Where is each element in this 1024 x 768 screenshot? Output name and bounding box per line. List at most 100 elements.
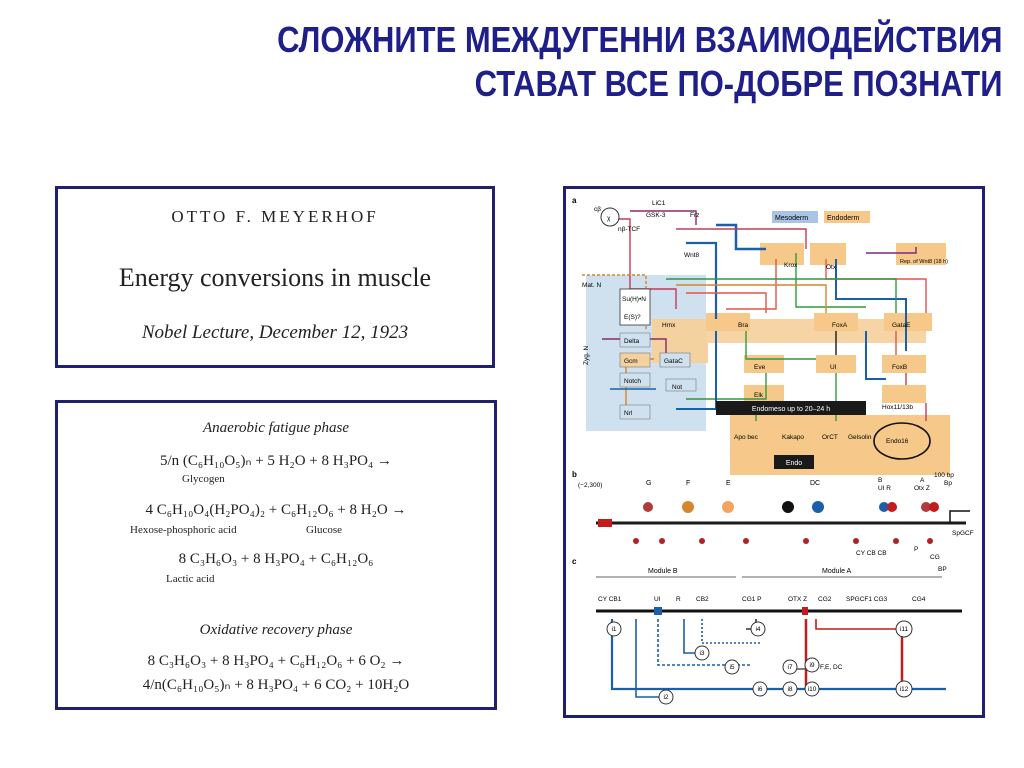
endo-gene-apo-bec: Apo bec (734, 434, 759, 441)
slide-title-line1: СЛОЖНИТЕ МЕЖДУГЕННИ ВЗАИМОДЕЙСТВИЯ (276, 19, 1002, 60)
panel-a-node-labels: cβ χ LiC1 GSK-3 Frz nβ-TCF Wnt8 Krox Otx… (582, 200, 948, 445)
module-a-label: Module A (822, 568, 852, 575)
node-label-eve: Eve (754, 364, 766, 371)
lecture-title: Energy conversions in muscle (118, 263, 432, 292)
endo-gene-orct: OrCT (822, 434, 838, 441)
node-i5: i5 (729, 664, 734, 671)
site-a: A (920, 477, 925, 484)
node-i7: i7 (787, 664, 792, 671)
site-ui-r: UI R (878, 485, 891, 492)
node-label-frz: Frz (690, 212, 699, 219)
node-label-notch: Notch (624, 378, 641, 385)
site-e: E (726, 480, 731, 487)
c-site-cb2: CB2 (696, 596, 709, 603)
site-p: P (914, 546, 918, 553)
lecture-date: Nobel Lecture, December 12, 1923 (141, 322, 409, 343)
node-label-hmx: Hmx (662, 322, 676, 329)
endo-region (730, 415, 950, 475)
node-i1: i1 (611, 626, 616, 633)
node-label-mat-n: Mat. N (582, 282, 601, 289)
mesoderm-legend-label: Mesoderm (775, 215, 808, 222)
site-spgcf: SpGCF (952, 530, 974, 537)
oxidative-phase-heading: Oxidative recovery phase (199, 622, 353, 638)
equation-3-label: Lactic acid (166, 573, 215, 585)
node-label-delta: Delta (624, 338, 640, 345)
gene-network-figure: a b c Mesoderm Endoderm (572, 196, 974, 705)
endomeso-banner (716, 401, 866, 415)
slide-title: СЛОЖНИТЕ МЕЖДУГЕННИ ВЗАИМОДЕЙСТВИЯ СТАВА… (277, 18, 1002, 106)
node-label-chi: χ (607, 215, 611, 222)
beta-catenin-node (600, 207, 620, 227)
equation-1: 5/n (C₆H₁₀O₅)ₙ + 5 H₂O + 8 H₃PO₄ → (159, 453, 392, 469)
binding-site-markers (633, 501, 939, 544)
node-label-gsk3: GSK-3 (646, 212, 666, 219)
c-site-otx-z: OTX Z (788, 596, 807, 603)
bp-label: BP (938, 566, 947, 573)
c-site-r: R (676, 596, 681, 603)
equation-3: 8 C₃H₆O₃ + 8 H₃PO₄ + C₆H₁₂O₆ (178, 551, 374, 567)
node-label-otx: Otx (826, 264, 837, 271)
node-i9: i9 (809, 662, 814, 669)
site-g: G (646, 480, 651, 487)
node-label-hox11-13b: Hox11/13b (882, 404, 913, 411)
node-label-ui: UI (830, 364, 837, 371)
interaction-nodes: i1 i2 i3 i4 i5 i6 i7 i8 i9 i10 i11 i12 (606, 620, 913, 705)
endo-gene-gelsolin: Gelsolin (848, 434, 872, 441)
lecture-title-box: OTTO F. MEYERHOF Energy conversions in m… (55, 186, 495, 368)
anaerobic-phase-heading: Anaerobic fatigue phase (202, 420, 350, 436)
node-label-lic1: LiC1 (652, 200, 666, 207)
panel-b-start: (−2,300) (578, 482, 602, 489)
node-i4: i4 (755, 626, 760, 633)
node-label-foxa: FoxA (832, 322, 848, 329)
endo-gene-endo16: Endo16 (886, 438, 909, 445)
endoderm-legend-label: Endoderm (827, 215, 859, 222)
site-dc: DC (810, 480, 820, 487)
node-label-gatac: GataC (664, 358, 683, 365)
equation-2: 4 C₆H₁₀O₄(H₂PO₄)₂ + C₆H₁₂O₆ + 8 H₂O → (145, 502, 407, 518)
node-label-es: E(S)? (624, 314, 641, 321)
panel-b-label: b (572, 470, 577, 479)
node-label-foxb: FoxB (892, 364, 907, 371)
node-label-nrl: Nrl (624, 410, 633, 417)
site-cy-cb: CY CB CB (856, 550, 887, 557)
endo-label: Endo (786, 460, 802, 467)
node-label-bra: Bra (738, 322, 749, 329)
node-label-cb: cβ (594, 206, 601, 213)
node-i11: i11 (900, 626, 909, 633)
c-site-cg1-p: CG1 P (742, 596, 762, 603)
endo-banner (774, 455, 814, 469)
equation-2-label-b: Glucose (306, 524, 343, 536)
endo16-highlight (873, 422, 931, 460)
node-i10: i10 (808, 686, 817, 693)
c-input-label: F,E, DC (820, 664, 843, 671)
c-site-ui: UI (654, 596, 661, 603)
c-site-cg2: CG2 (818, 596, 832, 603)
node-label-gcm: Gcm (624, 358, 638, 365)
equation-2-label-a: Hexose-phosphoric acid (130, 524, 237, 536)
node-i6: i6 (757, 686, 762, 693)
node-label-rep-wnt8: Rep. of Wnt8 (18 h) (900, 259, 948, 265)
site-f: F (686, 480, 690, 487)
equation-1-label: Glycogen (182, 473, 225, 485)
mesoderm-legend (772, 211, 818, 223)
module-b-label: Module B (648, 568, 678, 575)
node-label-krox: Krox (784, 262, 798, 269)
endoderm-legend (824, 211, 870, 223)
node-label-zyg-n: Zyg. N (583, 346, 590, 365)
equation-4: 8 C₃H₆O₃ + 8 H₃PO₄ + C₆H₁₂O₆ + 6 O₂ → (147, 653, 405, 669)
node-label-elk: Elk (754, 392, 764, 399)
node-label-wnt8: Wnt8 (684, 252, 700, 259)
lecture-author: OTTO F. MEYERHOF (171, 207, 379, 226)
node-label-gatae: GataE (892, 322, 911, 329)
equations-box: Anaerobic fatigue phase 5/n (C₆H₁₀O₅)ₙ +… (55, 400, 497, 710)
node-label-su-h-n: Su(H)•N (622, 296, 646, 303)
panel-c-label: c (572, 557, 577, 566)
site-bp: Bp (944, 480, 952, 487)
scale-bar-label: 100 bp (934, 472, 954, 479)
gene-network-box: a b c Mesoderm Endoderm (563, 186, 985, 718)
endomeso-label: Endomeso up to 20–24 h (752, 406, 830, 413)
c-site-cg4: CG4 (912, 596, 926, 603)
equation-5: 4/n(C₆H₁₀O₅)ₙ + 8 H₃PO₄ + 6 CO₂ + 10H₂O (142, 677, 410, 693)
node-i2: i2 (663, 694, 668, 701)
node-i8: i8 (787, 686, 792, 693)
